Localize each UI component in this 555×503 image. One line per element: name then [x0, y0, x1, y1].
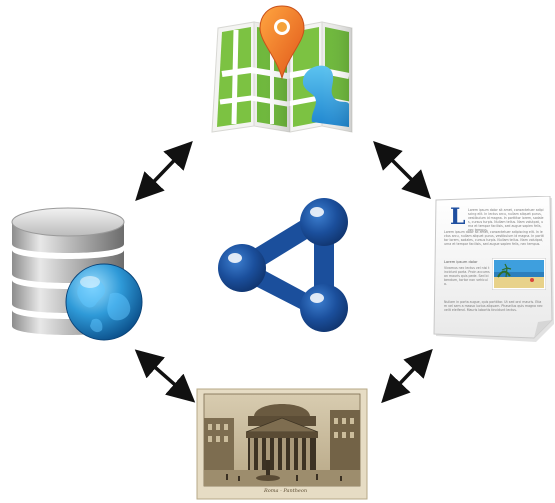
document-paragraph-1: Lorem ipsum dolor sit amet, consectetuer… — [468, 208, 544, 233]
beach-photo-thumbnail — [492, 258, 546, 290]
arrow-database-map — [135, 140, 193, 202]
document-paragraph-3: Nullam in porta augue, quis porttitor. U… — [444, 300, 543, 313]
linked-data-share-icon — [208, 190, 358, 340]
vintage-photograph-icon: Roma - Pantheon — [196, 388, 368, 500]
arrow-map-document — [373, 141, 431, 199]
database-globe-icon — [4, 198, 146, 346]
arrow-photo-database — [134, 349, 196, 403]
photo-caption: Roma - Pantheon — [264, 488, 308, 494]
text-document-icon: L Lorem ipsum dolor sit amet, consectetu… — [430, 196, 555, 344]
arrow-document-photo — [381, 348, 433, 404]
document-dropcap: L — [450, 204, 466, 230]
folded-map-with-pin-icon — [210, 4, 355, 134]
document-heading: Lorem ipsum dolor — [444, 260, 478, 264]
document-paragraph-2: Vivamus nec lectus vel nisi tincidunt po… — [444, 266, 490, 287]
document-paragraph-1b: Lorem ipsum dolor sit amet, consectetuer… — [444, 230, 544, 247]
